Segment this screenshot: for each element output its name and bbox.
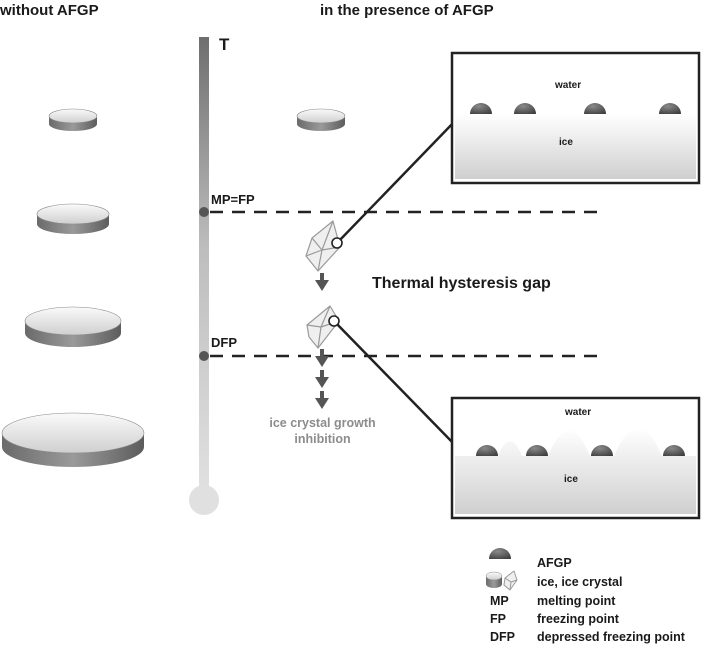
legend-afgp-icon <box>489 548 511 559</box>
disc-left-4 <box>1 412 145 467</box>
inhibition-line-2: inhibition <box>294 431 351 446</box>
afgp-molecule <box>663 445 685 456</box>
mp-fp-marker <box>199 207 209 217</box>
legend-ice-disc-icon <box>485 571 503 588</box>
disc-right <box>296 108 346 131</box>
disc-left-1 <box>48 108 98 131</box>
dfp-label: DFP <box>211 335 237 350</box>
inset-bottom-ice-label: ice <box>564 474 578 485</box>
thermal-hysteresis-gap-label: Thermal hysteresis gap <box>372 275 551 292</box>
temperature-axis-label: T <box>219 35 230 54</box>
legend-mp-symbol: MP <box>490 594 509 608</box>
connector-bottom <box>333 320 457 447</box>
legend-dfp-text: depressed freezing point <box>537 630 685 644</box>
legend-fp-symbol: FP <box>490 612 506 626</box>
afgp-molecule <box>591 445 613 456</box>
header-with-afgp: in the presence of AFGP <box>320 2 494 19</box>
legend-dfp-symbol: DFP <box>490 630 515 644</box>
thermometer-bulb <box>189 485 219 515</box>
ice-crystal-upper <box>305 220 341 272</box>
down-arrows <box>315 273 329 409</box>
thermometer-tube <box>199 37 209 502</box>
inset-bottom <box>450 396 701 520</box>
afgp-molecule <box>470 103 492 114</box>
legend-afgp-text: AFGP <box>537 556 572 570</box>
inset-top-water-label: water <box>555 80 582 91</box>
disc-left-3 <box>24 306 122 347</box>
legend-fp-text: freezing point <box>537 612 619 626</box>
connector-top-dot <box>331 237 343 249</box>
inhibition-line-1: ice crystal growth <box>269 416 376 430</box>
afgp-molecule <box>659 103 681 114</box>
mp-fp-label: MP=FP <box>211 192 255 207</box>
inset-top <box>450 51 701 185</box>
header-without-afgp: without AFGP <box>0 2 99 19</box>
legend-mp-text: melting point <box>537 594 616 608</box>
thermometer <box>189 37 219 515</box>
disc-left-2 <box>36 203 110 234</box>
ice-crystal-lower <box>306 305 340 349</box>
dfp-marker <box>199 351 209 361</box>
connector-bottom-dot <box>328 315 340 327</box>
afgp-molecule <box>526 445 548 456</box>
legend-ice-crystal-icon <box>503 570 518 591</box>
afgp-molecule <box>514 103 536 114</box>
inset-top-ice <box>455 114 696 179</box>
legend-ice-text: ice, ice crystal <box>537 575 623 589</box>
afgp-molecule <box>584 103 606 114</box>
ice-growth-inhibition-label: ice crystal growth inhibition <box>240 416 405 447</box>
afgp-molecule <box>476 445 498 456</box>
inset-top-ice-label: ice <box>559 137 573 148</box>
connector-top <box>336 119 457 244</box>
inset-bottom-water-label: water <box>565 407 592 418</box>
inset-bottom-ice <box>455 428 696 514</box>
